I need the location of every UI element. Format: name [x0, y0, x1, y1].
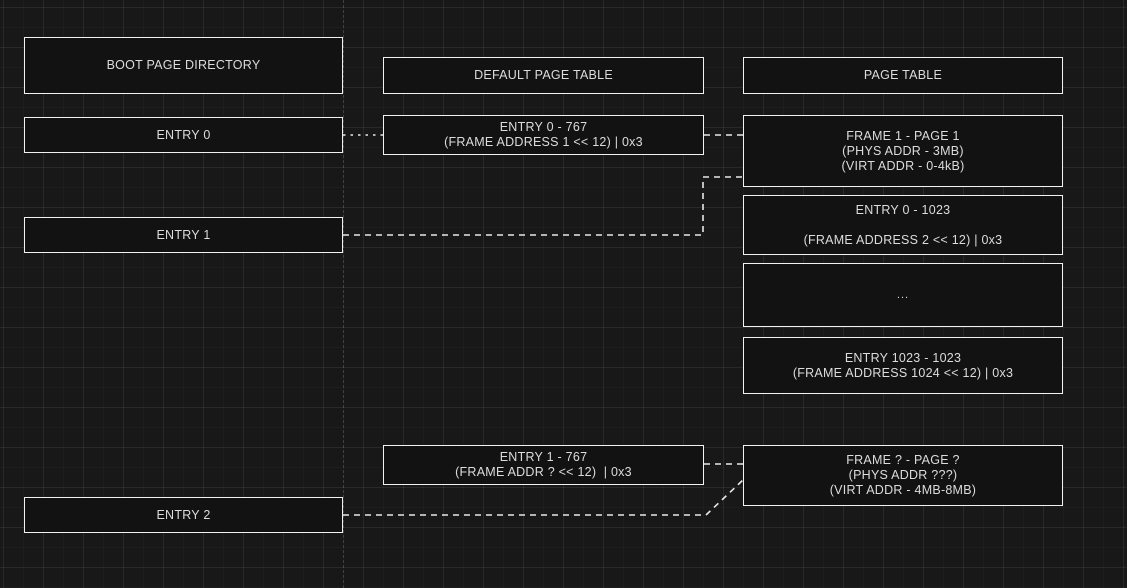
page-table-frame-unknown-line3: (VIRT ADDR - 4MB-8MB) [829, 483, 977, 497]
vertical-guide-line [343, 0, 344, 588]
boot-pd-entry-0-label: ENTRY 0 [156, 127, 211, 142]
page-table-title[interactable]: PAGE TABLE [743, 57, 1063, 94]
boot-page-directory-title[interactable]: BOOT PAGE DIRECTORY [24, 37, 343, 94]
page-table-frame-unknown-line2: (PHYS ADDR ???) [848, 468, 958, 482]
default-pt-entry-0[interactable]: ENTRY 0 - 767 (FRAME ADDRESS 1 << 12) | … [383, 115, 704, 155]
page-table-entry-1023-line2: (FRAME ADDRESS 1024 << 12) | 0x3 [792, 365, 1014, 380]
page-table-frame-1-line2: (PHYS ADDR - 3MB) [842, 143, 964, 158]
page-table-ellipsis[interactable]: ... [743, 263, 1063, 327]
page-table-frame-1[interactable]: FRAME 1 - PAGE 1 (PHYS ADDR - 3MB) (VIRT… [743, 115, 1063, 187]
default-page-table-title[interactable]: DEFAULT PAGE TABLE [383, 57, 704, 94]
page-table-frame-unknown[interactable]: FRAME ? - PAGE ? (PHYS ADDR ???) (VIRT A… [743, 445, 1063, 506]
page-table-frame-1-line1: FRAME 1 - PAGE 1 [846, 128, 960, 143]
page-table-entry-1023[interactable]: ENTRY 1023 - 1023 (FRAME ADDRESS 1024 <<… [743, 337, 1063, 394]
page-table-title-label: PAGE TABLE [863, 68, 943, 82]
boot-page-directory-title-label: BOOT PAGE DIRECTORY [106, 58, 261, 72]
default-pt-entry-1-line2: (FRAME ADDR ? << 12) | 0x3 [455, 465, 632, 479]
page-table-frame-unknown-line1: FRAME ? - PAGE ? [846, 453, 960, 467]
link-entry2-to-frameq [343, 479, 744, 516]
default-pt-entry-0-line2: (FRAME ADDRESS 1 << 12) | 0x3 [444, 135, 643, 149]
page-table-ellipsis-label: ... [896, 288, 910, 301]
default-pt-entry-1[interactable]: ENTRY 1 - 767 (FRAME ADDR ? << 12) | 0x3 [383, 445, 704, 485]
boot-pd-entry-2[interactable]: ENTRY 2 [24, 497, 343, 533]
page-table-entry-0-line3: (FRAME ADDRESS 2 << 12) | 0x3 [803, 232, 1003, 247]
default-pt-entry-1-line1: ENTRY 1 - 767 [499, 450, 588, 464]
boot-pd-entry-2-label: ENTRY 2 [156, 507, 211, 522]
page-table-entry-0-line1: ENTRY 0 - 1023 [855, 202, 951, 217]
boot-pd-entry-1-label: ENTRY 1 [156, 227, 211, 242]
page-table-entry-1023-line1: ENTRY 1023 - 1023 [844, 350, 962, 365]
default-page-table-title-label: DEFAULT PAGE TABLE [474, 68, 613, 82]
link-entry1-to-frame1 [343, 176, 743, 236]
page-table-entry-0[interactable]: ENTRY 0 - 1023 (FRAME ADDRESS 2 << 12) |… [743, 195, 1063, 255]
boot-pd-entry-1[interactable]: ENTRY 1 [24, 217, 343, 253]
page-table-frame-1-line3: (VIRT ADDR - 0-4kB) [841, 158, 965, 173]
default-pt-entry-0-line1: ENTRY 0 - 767 [499, 120, 588, 134]
boot-pd-entry-0[interactable]: ENTRY 0 [24, 117, 343, 153]
